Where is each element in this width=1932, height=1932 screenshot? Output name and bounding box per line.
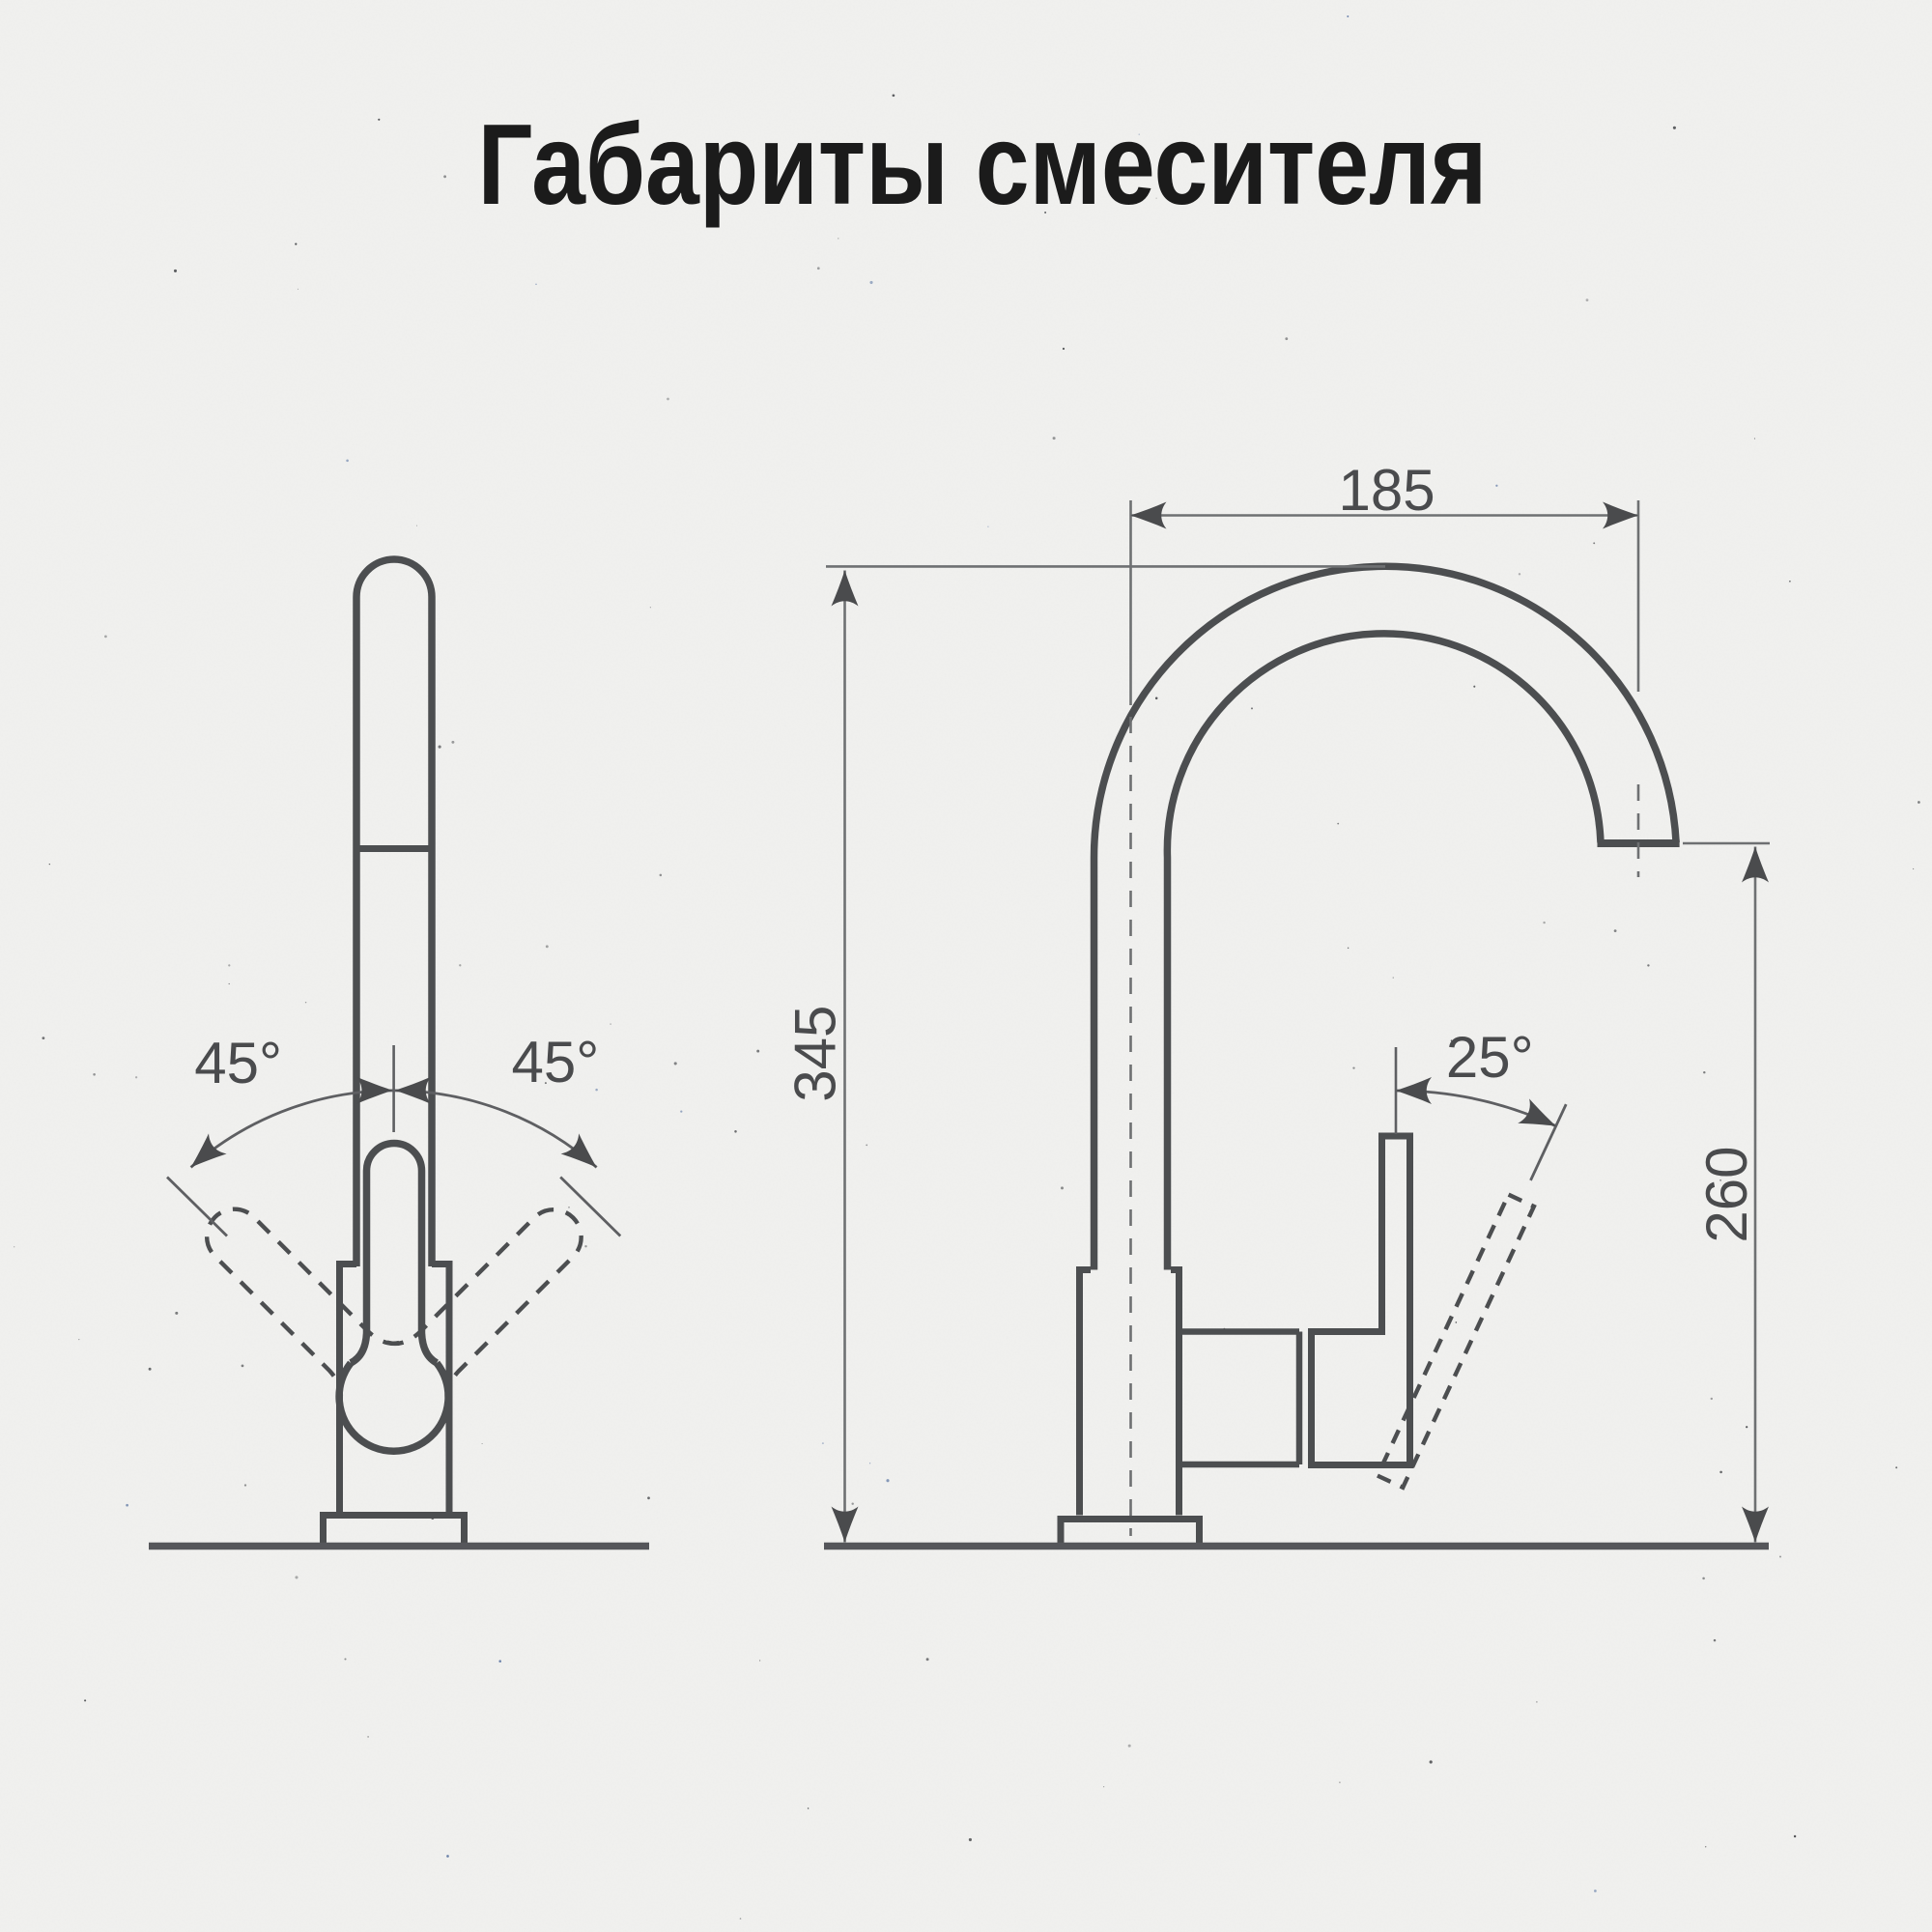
side-base-plate	[1057, 1516, 1203, 1545]
side-dim-185-label: 185	[1339, 458, 1435, 523]
front-angle-left-label: 45°	[194, 1031, 282, 1095]
side-spout-inner	[1163, 630, 1605, 1270]
side-view: 185 345 260 25°	[783, 458, 1770, 1550]
side-lever-hub	[1308, 1132, 1413, 1468]
side-body-arm	[1179, 1328, 1303, 1468]
side-lever-angle-label: 25°	[1446, 1025, 1534, 1090]
page-title: Габариты смесителя	[478, 100, 1488, 229]
front-handle-rotated-left-dashed	[204, 1207, 402, 1405]
side-lever-25-tick	[1529, 1103, 1568, 1181]
side-dim-185: 185	[1129, 458, 1640, 705]
side-dim-260: 260	[1683, 841, 1770, 1543]
front-body-outline	[336, 1261, 453, 1516]
side-body-outline	[1076, 1266, 1182, 1516]
front-angle-right-label: 45°	[512, 1030, 600, 1094]
front-right-45-tick	[559, 1176, 622, 1237]
front-left-45-tick	[166, 1176, 228, 1237]
front-handle-rotated-right-dashed	[386, 1208, 583, 1405]
front-spout-outline	[353, 555, 436, 1266]
side-dim-345-label: 345	[783, 1006, 848, 1102]
front-base-plate	[320, 1512, 468, 1545]
side-lever-rotated-dashed	[1375, 1191, 1537, 1491]
side-dim-260-label: 260	[1694, 1146, 1759, 1242]
front-handle-outline	[349, 1139, 440, 1367]
front-rotation-dimension: 45° 45°	[166, 1030, 622, 1237]
front-view: 45° 45°	[149, 555, 649, 1550]
side-dim-345: 345	[783, 565, 1385, 1543]
side-lever-angle-dimension: 25°	[1394, 1025, 1568, 1181]
